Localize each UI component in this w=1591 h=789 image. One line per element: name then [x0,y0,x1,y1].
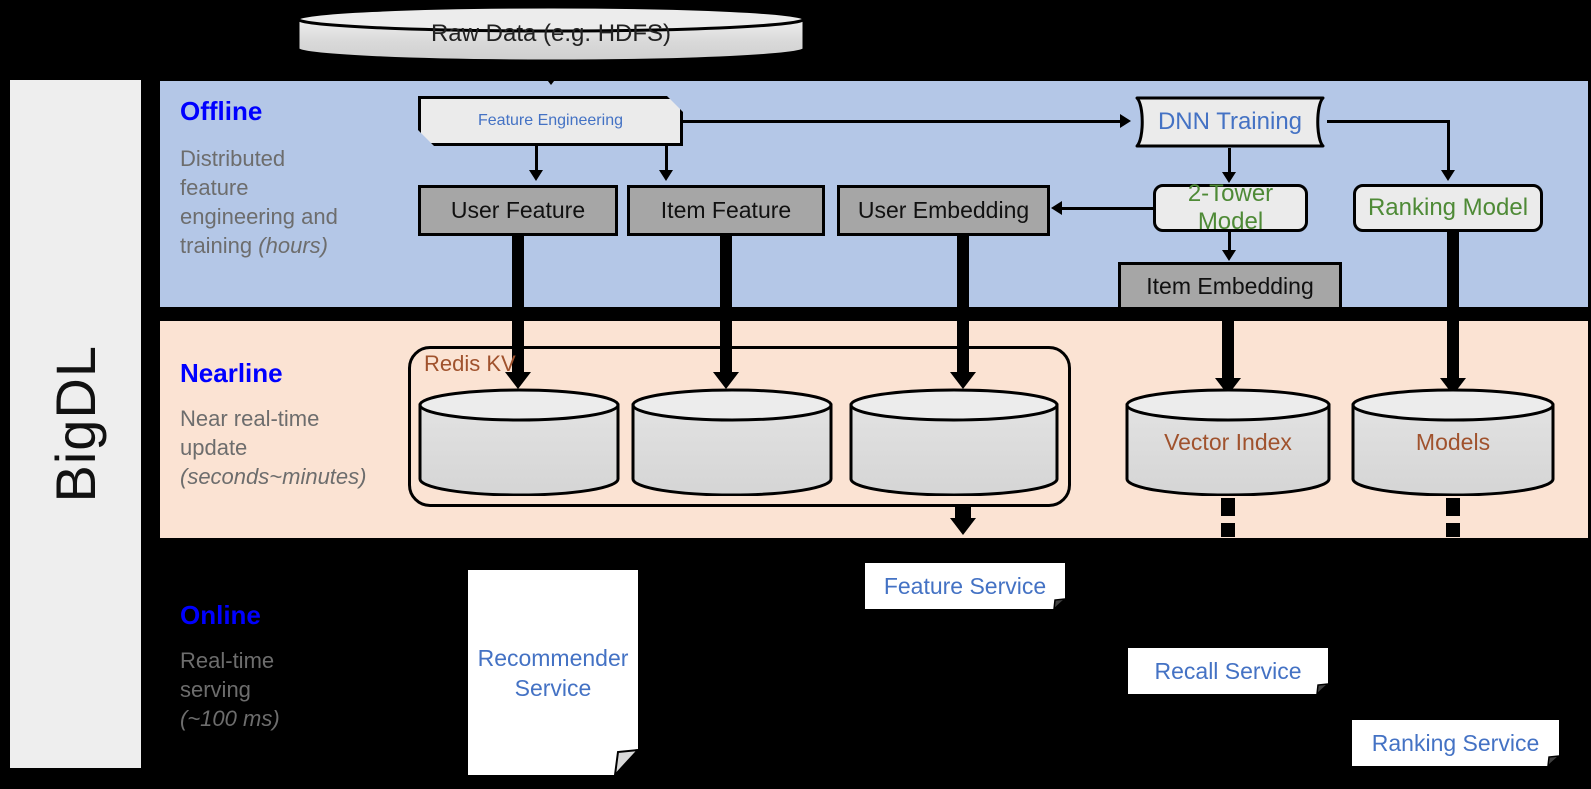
models-label: Models [1415,428,1491,455]
nearline-desc-l2: update [180,435,248,460]
arrowhead-twotower-userembedding [1051,201,1062,215]
connector-dnn-twotower [1228,148,1231,178]
two-tower-model-label: 2-Tower Model [1187,180,1274,235]
arrowhead-rawdata-fe [538,68,564,85]
arrowhead-dnn-twotower [1222,172,1236,183]
offline-desc-em: (hours) [258,233,328,258]
ranking-service-node[interactable]: Ranking Service [1352,720,1559,766]
item-embedding-node[interactable]: Item Embedding [1118,262,1342,310]
vector-index-cylinder[interactable]: Vector Index [1124,388,1332,496]
item-feature-label: Item Feature [660,197,792,223]
pipe-redis-featureservice [955,505,971,522]
bigdl-rail: BigDL [8,78,143,770]
item-embedding-label: Item Embedding [1146,272,1314,299]
two-tower-model-node[interactable]: 2-Tower Model [1153,180,1308,235]
recommender-service-label: Recommender Service [468,570,638,775]
offline-title: Offline [180,96,263,126]
pipe-itemembedding-vectorindex [1222,310,1234,386]
offline-desc: Distributed feature engineering and trai… [180,144,410,260]
offline-desc-l4: training [180,233,259,258]
arrowhead-fe-dnn [1120,114,1131,128]
user-embedding-label: User Embedding [857,197,1030,223]
nearline-desc-em: (seconds~minutes) [180,464,367,489]
feature-service-label: Feature Service [883,572,1047,599]
user-embedding-node[interactable]: User Embedding [837,185,1050,236]
bigdl-label: BigDL [10,80,141,768]
connector-fe-dnn [683,120,1120,123]
feature-service-node[interactable]: Feature Service [865,563,1065,609]
feature-engineering-label: Feature Engineering [478,112,623,129]
nearline-title: Nearline [180,358,283,388]
arrowhead-redis-featureservice [950,518,976,535]
ranking-service-label: Ranking Service [1371,729,1540,756]
connector-fe-itemfeature [665,146,668,173]
raw-data-label: Raw Data (e.g. HDFS) [430,20,672,47]
ranking-model-node[interactable]: Ranking Model [1353,184,1543,232]
connector-dnn-ranking-v [1447,120,1450,175]
pipe-vectorindex-recall-a [1221,498,1235,516]
arrowhead-itemfeature-store [713,372,739,389]
connector-twotower-userembedding [1062,207,1154,210]
store-cylinder-item-feature-label [630,388,834,496]
offline-desc-l2: feature [180,175,249,200]
arrowhead-twotower-itemembedding [1222,250,1236,261]
item-feature-node[interactable]: Item Feature [627,185,825,236]
arrowhead-fe-itemfeature [659,170,673,181]
store-cylinder-item-feature[interactable] [630,388,834,496]
connector-dnn-ranking-h [1327,120,1450,123]
arrowhead-userfeature-store [505,372,531,389]
nearline-desc-l1: Near real-time [180,406,320,431]
nearline-desc: Near real-time update (seconds~minutes) [180,404,410,491]
redis-kv-label: Redis KV [424,351,516,376]
online-desc-em: (~100 ms) [180,706,280,731]
arrowhead-userembedding-store [950,372,976,389]
store-cylinder-user-embedding-label [848,388,1060,496]
pipe-vectorindex-recall-b [1221,523,1235,537]
recall-service-label: Recall Service [1154,657,1302,684]
store-cylinder-user-feature-label [417,388,621,496]
pipe-itemfeature-store [720,236,732,378]
recall-service-node[interactable]: Recall Service [1128,648,1328,694]
recommender-service-line2: Service [514,674,592,701]
online-desc-l2: serving [180,677,251,702]
connector-twotower-itemembedding [1228,232,1231,256]
pipe-userembedding-store [957,236,969,378]
arrowhead-dnn-ranking [1441,170,1455,181]
online-desc: Real-time serving (~100 ms) [180,646,410,733]
raw-data-cylinder: Raw Data (e.g. HDFS) [296,5,806,63]
dnn-training-label: DNN Training [1157,108,1303,135]
arrowhead-fe-userfeature [529,170,543,181]
models-cylinder[interactable]: Models [1350,388,1556,496]
connector-fe-userfeature [535,146,538,173]
redis-kv-container [408,346,1071,507]
store-cylinder-user-embedding[interactable] [848,388,1060,496]
pipe-models-ranking-b [1446,523,1460,537]
user-feature-node[interactable]: User Feature [418,185,618,236]
recommender-service-line1: Recommender [477,644,629,671]
online-desc-l1: Real-time [180,648,275,673]
user-feature-label: User Feature [450,197,586,223]
store-cylinder-user-feature[interactable] [417,388,621,496]
dnn-training-node[interactable]: DNN Training [1133,96,1327,148]
offline-desc-l1: Distributed [180,146,286,171]
online-title: Online [180,600,261,630]
ranking-model-label: Ranking Model [1367,194,1529,221]
pipe-rankingmodel-models [1447,232,1459,386]
vector-index-label: Vector Index [1164,428,1292,455]
pipe-models-ranking-a [1446,498,1460,516]
pipe-userfeature-store [512,236,524,378]
recommender-service-node[interactable]: Recommender Service [468,570,638,775]
offline-desc-l3: engineering and [180,204,338,229]
bigdl-text: BigDL [44,345,107,503]
feature-engineering-node[interactable]: Feature Engineering [418,96,683,146]
